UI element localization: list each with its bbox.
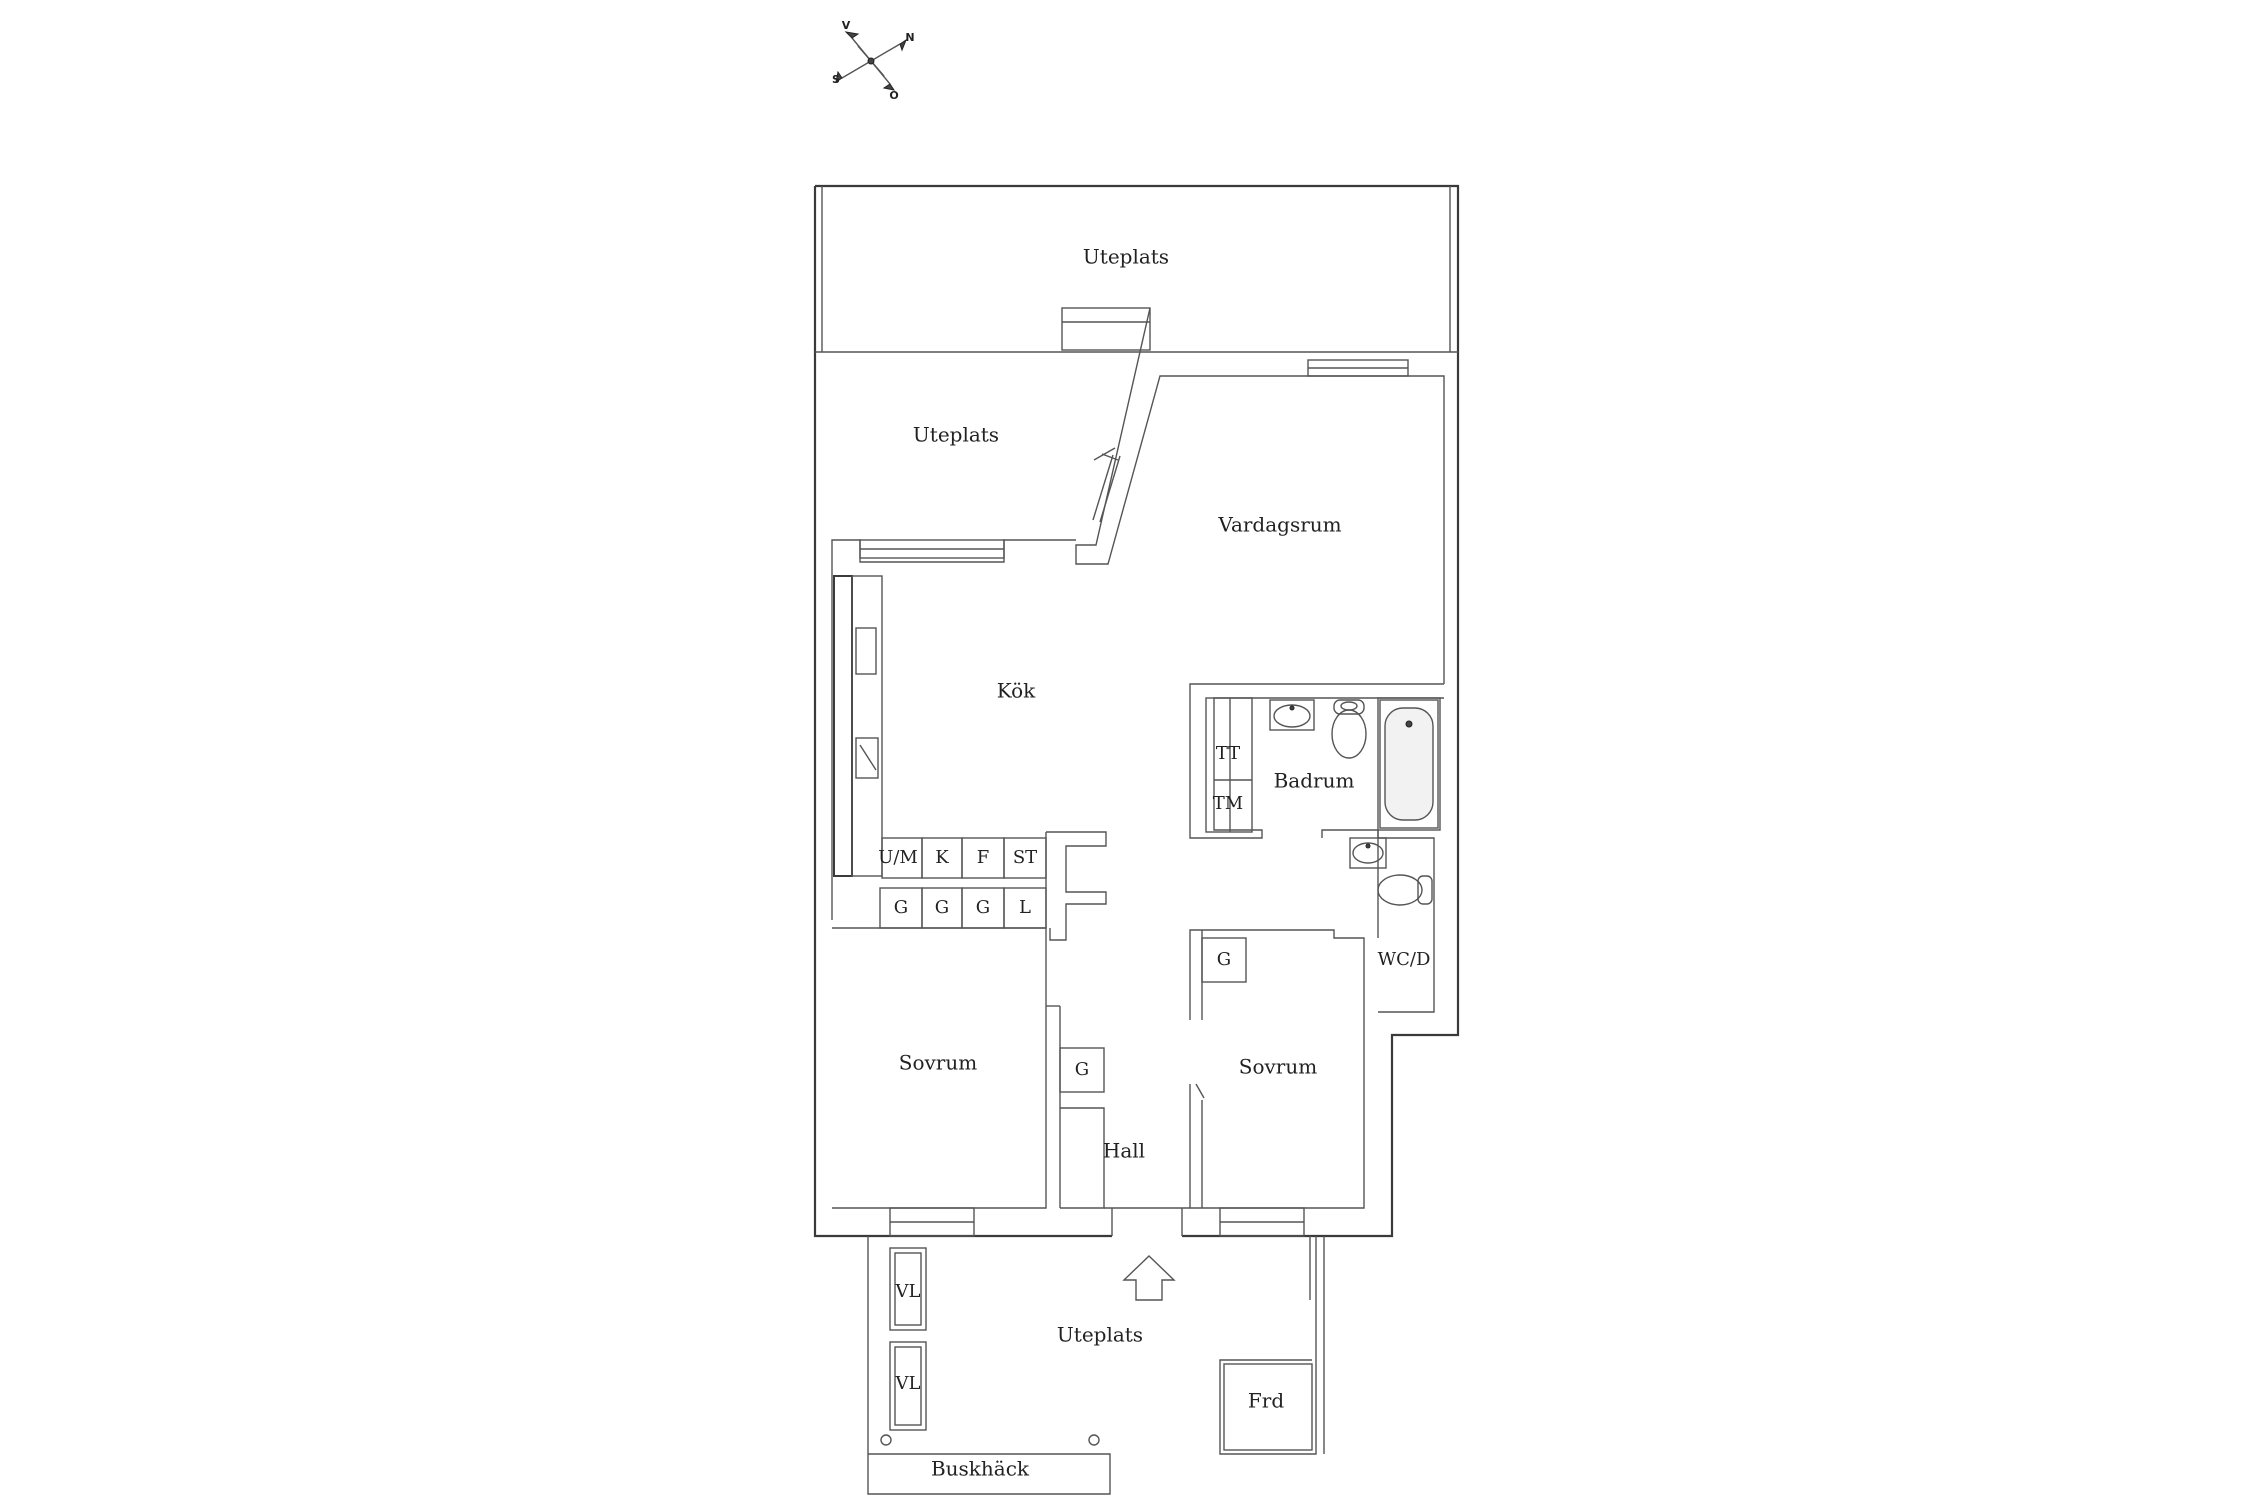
south-windows: [889, 1207, 1305, 1238]
room-frd: Frd: [1248, 1389, 1284, 1413]
wc-sink-icon: [1349, 837, 1387, 869]
wc-toilet-icon: [1377, 874, 1433, 906]
room-badrum: Badrum: [1274, 769, 1355, 793]
outer-walls: [813, 184, 1460, 1238]
kitchen-counter: [833, 575, 883, 877]
room-wcd: WC/D: [1378, 949, 1431, 970]
label-buskhack: Buskhäck: [931, 1457, 1030, 1481]
compass-icon: V N S O: [832, 19, 915, 102]
um-label: U/M: [878, 847, 918, 868]
room-kok: Kök: [997, 679, 1036, 703]
vl-label-1: VL: [895, 1281, 921, 1302]
stove-icon: [855, 737, 879, 779]
g-cabinet-1: G: [894, 897, 908, 918]
bathtub-icon: [1379, 699, 1439, 829]
terrace-top-details: [1061, 307, 1445, 684]
sink-icon: [855, 627, 877, 675]
entrance-arrow-icon: [1122, 1255, 1176, 1301]
g-hall-closet: G: [1075, 1059, 1089, 1080]
compass-west-label: V: [842, 19, 851, 32]
room-sovrum-left: Sovrum: [899, 1051, 977, 1075]
compass-east-label: O: [889, 89, 898, 102]
room-hall: Hall: [1103, 1139, 1145, 1163]
compass-north-label: N: [905, 31, 914, 44]
f-label: F: [977, 847, 990, 868]
tm-label: TM: [1213, 793, 1243, 814]
tt-label: TT: [1216, 743, 1240, 764]
room-uteplats-left: Uteplats: [913, 423, 999, 447]
toilet-icon: [1331, 699, 1367, 759]
k-label: K: [935, 847, 949, 868]
room-vardagsrum: Vardagsrum: [1217, 513, 1341, 537]
vl-label-2: VL: [895, 1373, 921, 1394]
g-cabinet-3: G: [976, 897, 990, 918]
g-bedroom-closet: G: [1217, 949, 1231, 970]
room-uteplats-top: Uteplats: [1083, 245, 1169, 269]
compass-south-label: S: [832, 73, 840, 86]
room-uteplats-bottom: Uteplats: [1057, 1323, 1143, 1347]
l-label: L: [1019, 897, 1031, 918]
kitchen-north-wall: [831, 539, 1076, 920]
sink-icon: [1269, 699, 1315, 731]
st-label: ST: [1013, 847, 1037, 868]
g-cabinet-2: G: [935, 897, 949, 918]
terrace-bottom: [867, 1236, 1325, 1495]
room-sovrum-right: Sovrum: [1239, 1055, 1317, 1079]
